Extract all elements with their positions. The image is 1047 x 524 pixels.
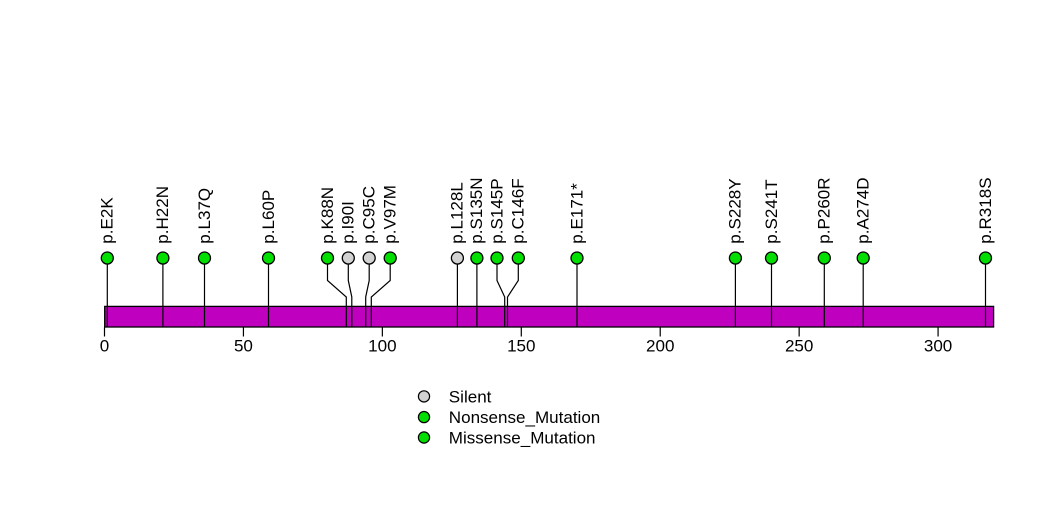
svg-text:p.C95C: p.C95C [360,186,379,244]
svg-text:p.E171*: p.E171* [567,183,586,244]
svg-text:p.I90I: p.I90I [339,201,358,244]
svg-text:Nonsense_Mutation: Nonsense_Mutation [449,408,601,427]
svg-text:p.A274D: p.A274D [854,177,873,243]
svg-text:100: 100 [368,336,396,355]
svg-text:p.R318S: p.R318S [976,177,995,243]
svg-text:150: 150 [507,336,535,355]
svg-text:p.S228Y: p.S228Y [726,178,745,243]
svg-text:Silent: Silent [449,387,492,406]
svg-text:p.P260R: p.P260R [815,177,834,243]
svg-text:p.S135N: p.S135N [467,177,486,243]
svg-text:p.L37Q: p.L37Q [195,188,214,244]
svg-text:0: 0 [100,336,109,355]
svg-text:p.L60P: p.L60P [259,190,278,244]
svg-text:p.L128L: p.L128L [448,182,467,244]
svg-text:p.H22N: p.H22N [153,186,172,244]
svg-text:200: 200 [646,336,674,355]
svg-text:p.C146F: p.C146F [509,178,528,243]
svg-text:250: 250 [785,336,813,355]
svg-text:300: 300 [924,336,952,355]
svg-text:p.V97M: p.V97M [381,185,400,244]
svg-text:p.K88N: p.K88N [318,187,337,244]
svg-text:p.S241T: p.S241T [762,179,781,244]
svg-text:50: 50 [234,336,253,355]
svg-text:Missense_Mutation: Missense_Mutation [449,428,596,447]
svg-text:p.E2K: p.E2K [98,197,117,244]
svg-text:p.S145P: p.S145P [487,178,506,243]
